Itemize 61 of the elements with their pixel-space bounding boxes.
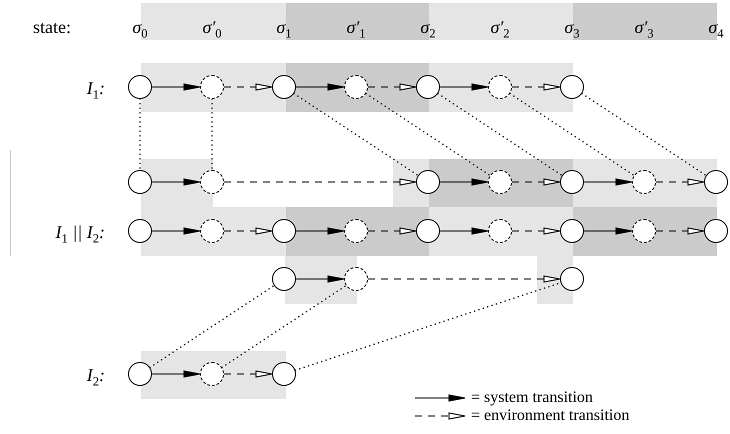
dotted-line — [211, 98, 213, 171]
dotted-line — [509, 92, 635, 176]
arrow — [368, 228, 416, 234]
math-label: σ$_{2}$ — [420, 16, 436, 43]
arrow — [152, 370, 200, 378]
arrow — [656, 228, 704, 234]
math-label: I$_{2}$: — [86, 364, 105, 391]
state-circle — [128, 362, 152, 386]
state-circle — [704, 219, 728, 243]
math-label: σ′$_{2}$ — [490, 16, 510, 43]
legend-text: = system transition — [471, 389, 593, 407]
state-circle — [272, 362, 296, 386]
arrow — [584, 178, 632, 186]
math-label: σ$_{3}$ — [564, 16, 580, 43]
dotted-line — [149, 284, 275, 368]
legend-text: = environment transition — [471, 407, 630, 425]
arrow — [368, 84, 416, 90]
dotted-line — [221, 284, 347, 368]
arrow — [296, 84, 344, 90]
arrow — [440, 178, 488, 186]
math-label: σ$_{0}$ — [132, 16, 148, 43]
math-label: σ′$_{3}$ — [634, 16, 654, 43]
state-circle — [272, 267, 296, 291]
arrow — [440, 84, 488, 90]
math-label: σ$_{1}$ — [276, 16, 292, 43]
state-circle — [128, 75, 152, 99]
math-label: σ′$_{0}$ — [202, 16, 222, 43]
arrow — [224, 370, 272, 378]
arrow — [440, 228, 488, 234]
state-circle — [560, 75, 584, 99]
arrow — [152, 228, 200, 234]
arrow — [152, 84, 200, 90]
dotted-line — [139, 98, 141, 171]
arrow — [512, 228, 560, 234]
arrow — [224, 84, 272, 90]
dotted-line — [365, 92, 491, 176]
state-circle — [560, 267, 584, 291]
dotted-line — [437, 92, 563, 176]
arrow — [368, 276, 560, 282]
math-label: I$_{1}$ || I$_{2}$: — [56, 221, 105, 248]
arrow — [296, 276, 344, 282]
arrow — [512, 84, 560, 90]
arrow — [512, 178, 560, 186]
arrow — [152, 178, 200, 186]
row-label: state: — [33, 16, 71, 38]
state-circle — [128, 170, 152, 194]
state-circle — [200, 170, 224, 194]
arrow — [584, 228, 632, 234]
arrow — [224, 178, 416, 186]
state-circle — [128, 219, 152, 243]
dotted-line — [294, 282, 562, 371]
dotted-line — [293, 92, 419, 176]
state-circle — [344, 267, 368, 291]
arrow — [224, 228, 272, 234]
math-label: I$_{1}$: — [86, 77, 105, 104]
math-label: σ$_{4}$ — [708, 16, 724, 43]
dotted-line — [581, 92, 707, 176]
math-label: σ′$_{1}$ — [346, 16, 366, 43]
arrow — [656, 178, 704, 186]
state-circle — [704, 170, 728, 194]
arrow — [296, 228, 344, 234]
